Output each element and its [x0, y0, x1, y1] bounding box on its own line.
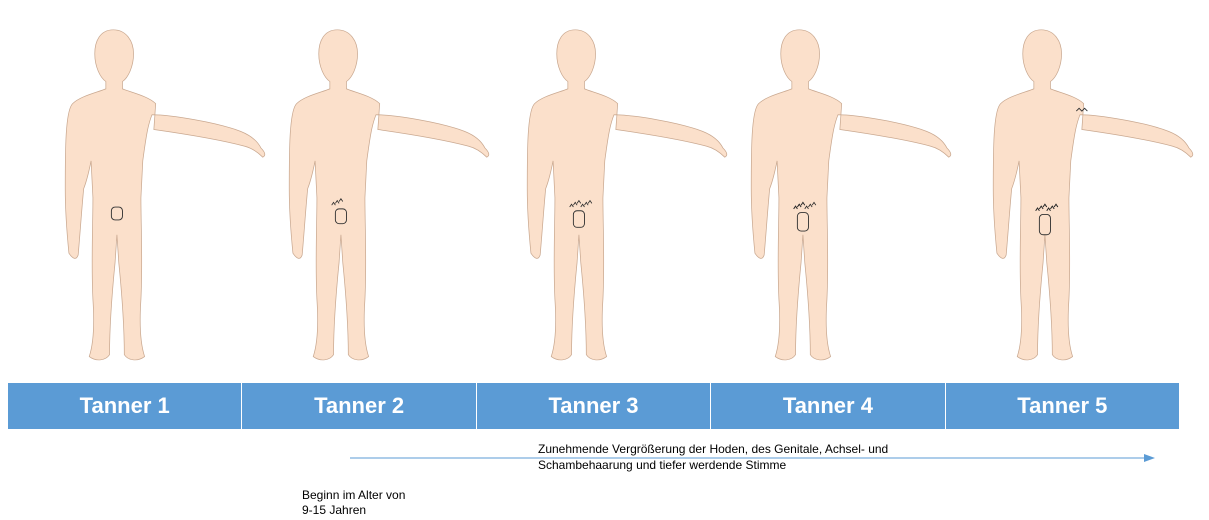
- figure-tanner-1: [32, 8, 272, 383]
- stage-label-2: Tanner 2: [242, 383, 476, 429]
- stage-label-3: Tanner 3: [477, 383, 711, 429]
- stage-label-4: Tanner 4: [711, 383, 945, 429]
- body-figure-icon: [718, 8, 958, 383]
- body-figure-icon: [32, 8, 272, 383]
- progression-text-line1: Zunehmende Vergrößerung der Hoden, des G…: [538, 441, 978, 457]
- tanner-stage-bar: Tanner 1 Tanner 2 Tanner 3 Tanner 4 Tann…: [8, 383, 1179, 429]
- body-figure-icon: [256, 8, 496, 383]
- body-figures: [0, 0, 1209, 383]
- onset-age-note: Beginn im Alter von 9-15 Jahren: [302, 488, 502, 518]
- figure-tanner-4: [718, 8, 958, 383]
- body-figure-icon: [960, 8, 1200, 383]
- body-silhouette: [289, 30, 489, 360]
- progression-text-line2: Schambehaarung und tiefer werdende Stimm…: [538, 457, 978, 473]
- body-silhouette: [993, 30, 1193, 360]
- body-figure-icon: [494, 8, 734, 383]
- progression-description: Zunehmende Vergrößerung der Hoden, des G…: [538, 441, 978, 473]
- figure-tanner-5: [960, 8, 1200, 383]
- onset-text-line2: 9-15 Jahren: [302, 503, 502, 518]
- body-silhouette: [527, 30, 727, 360]
- onset-text-line1: Beginn im Alter von: [302, 488, 502, 503]
- figure-tanner-2: [256, 8, 496, 383]
- body-silhouette: [65, 30, 265, 360]
- figure-tanner-3: [494, 8, 734, 383]
- body-silhouette: [751, 30, 951, 360]
- stage-label-1: Tanner 1: [8, 383, 242, 429]
- stage-label-5: Tanner 5: [946, 383, 1179, 429]
- arrow-head-icon: [1144, 454, 1155, 462]
